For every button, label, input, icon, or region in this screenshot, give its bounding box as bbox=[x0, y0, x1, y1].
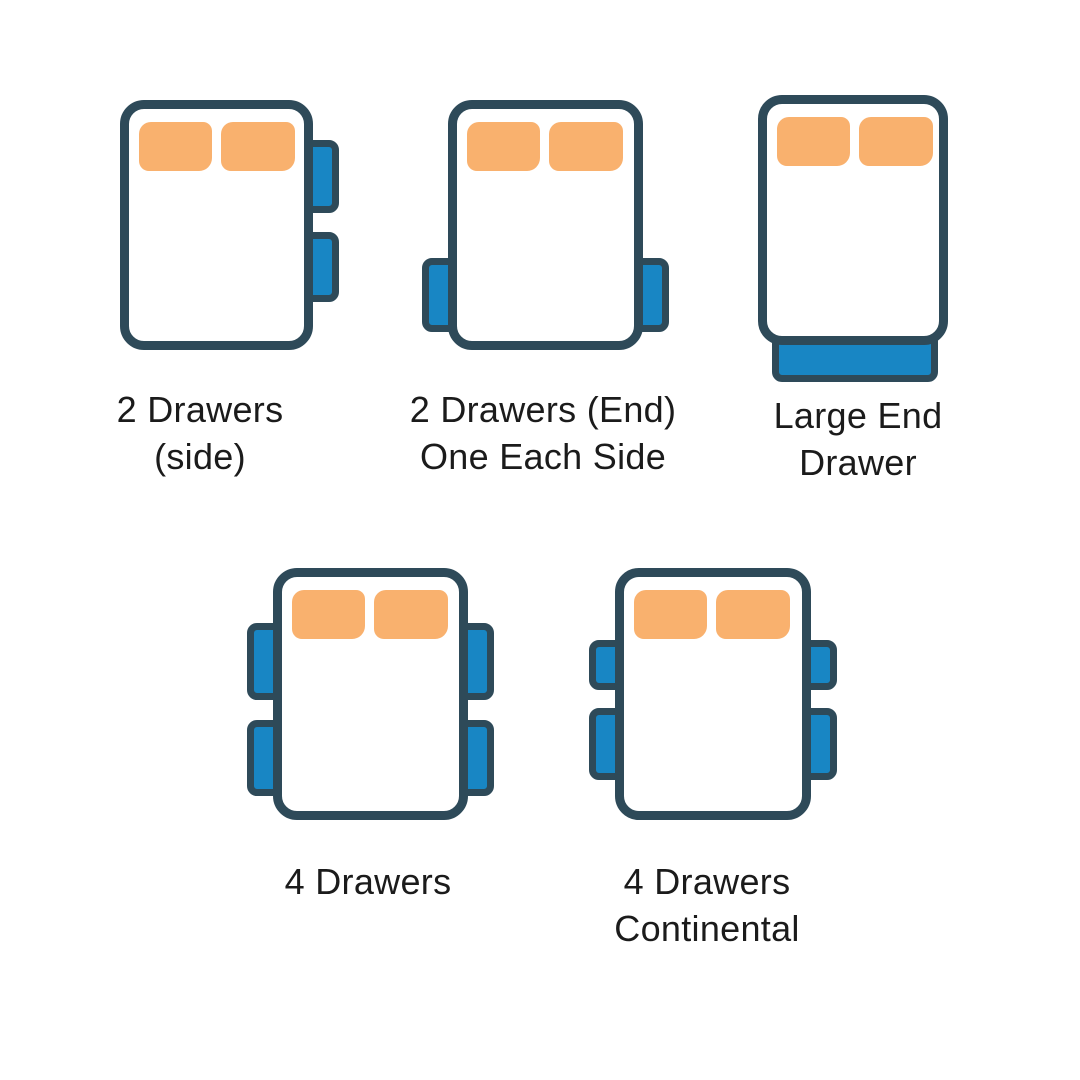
pillow-right-icon bbox=[549, 122, 623, 171]
diagram-label-line: 2 Drawers bbox=[116, 389, 284, 430]
pillow-left-icon bbox=[634, 590, 707, 639]
diagram-label: 2 Drawers (side) bbox=[117, 386, 284, 480]
diagram-label-line: 4 Drawers bbox=[284, 861, 452, 902]
diagram-label: 2 Drawers (End) One Each Side bbox=[410, 386, 677, 480]
pillow-right-icon bbox=[221, 122, 295, 171]
pillow-right-icon bbox=[716, 590, 790, 639]
diagram-label-line: Continental bbox=[614, 908, 800, 949]
diagram-label-line: Drawer bbox=[799, 442, 917, 483]
diagram-label-line: 2 Drawers (End) bbox=[409, 389, 677, 430]
diagram-label-line: (side) bbox=[154, 436, 246, 477]
diagram-label-line: 4 Drawers bbox=[623, 861, 791, 902]
diagram-label-line: One Each Side bbox=[419, 436, 667, 477]
pillow-left-icon bbox=[467, 122, 540, 171]
pillow-right-icon bbox=[859, 117, 933, 166]
diagram-label-line: Large End bbox=[773, 395, 943, 436]
diagram-label: 4 Drawers bbox=[285, 858, 452, 905]
pillow-left-icon bbox=[292, 590, 365, 639]
pillow-right-icon bbox=[374, 590, 448, 639]
pillow-left-icon bbox=[139, 122, 212, 171]
pillow-left-icon bbox=[777, 117, 850, 166]
